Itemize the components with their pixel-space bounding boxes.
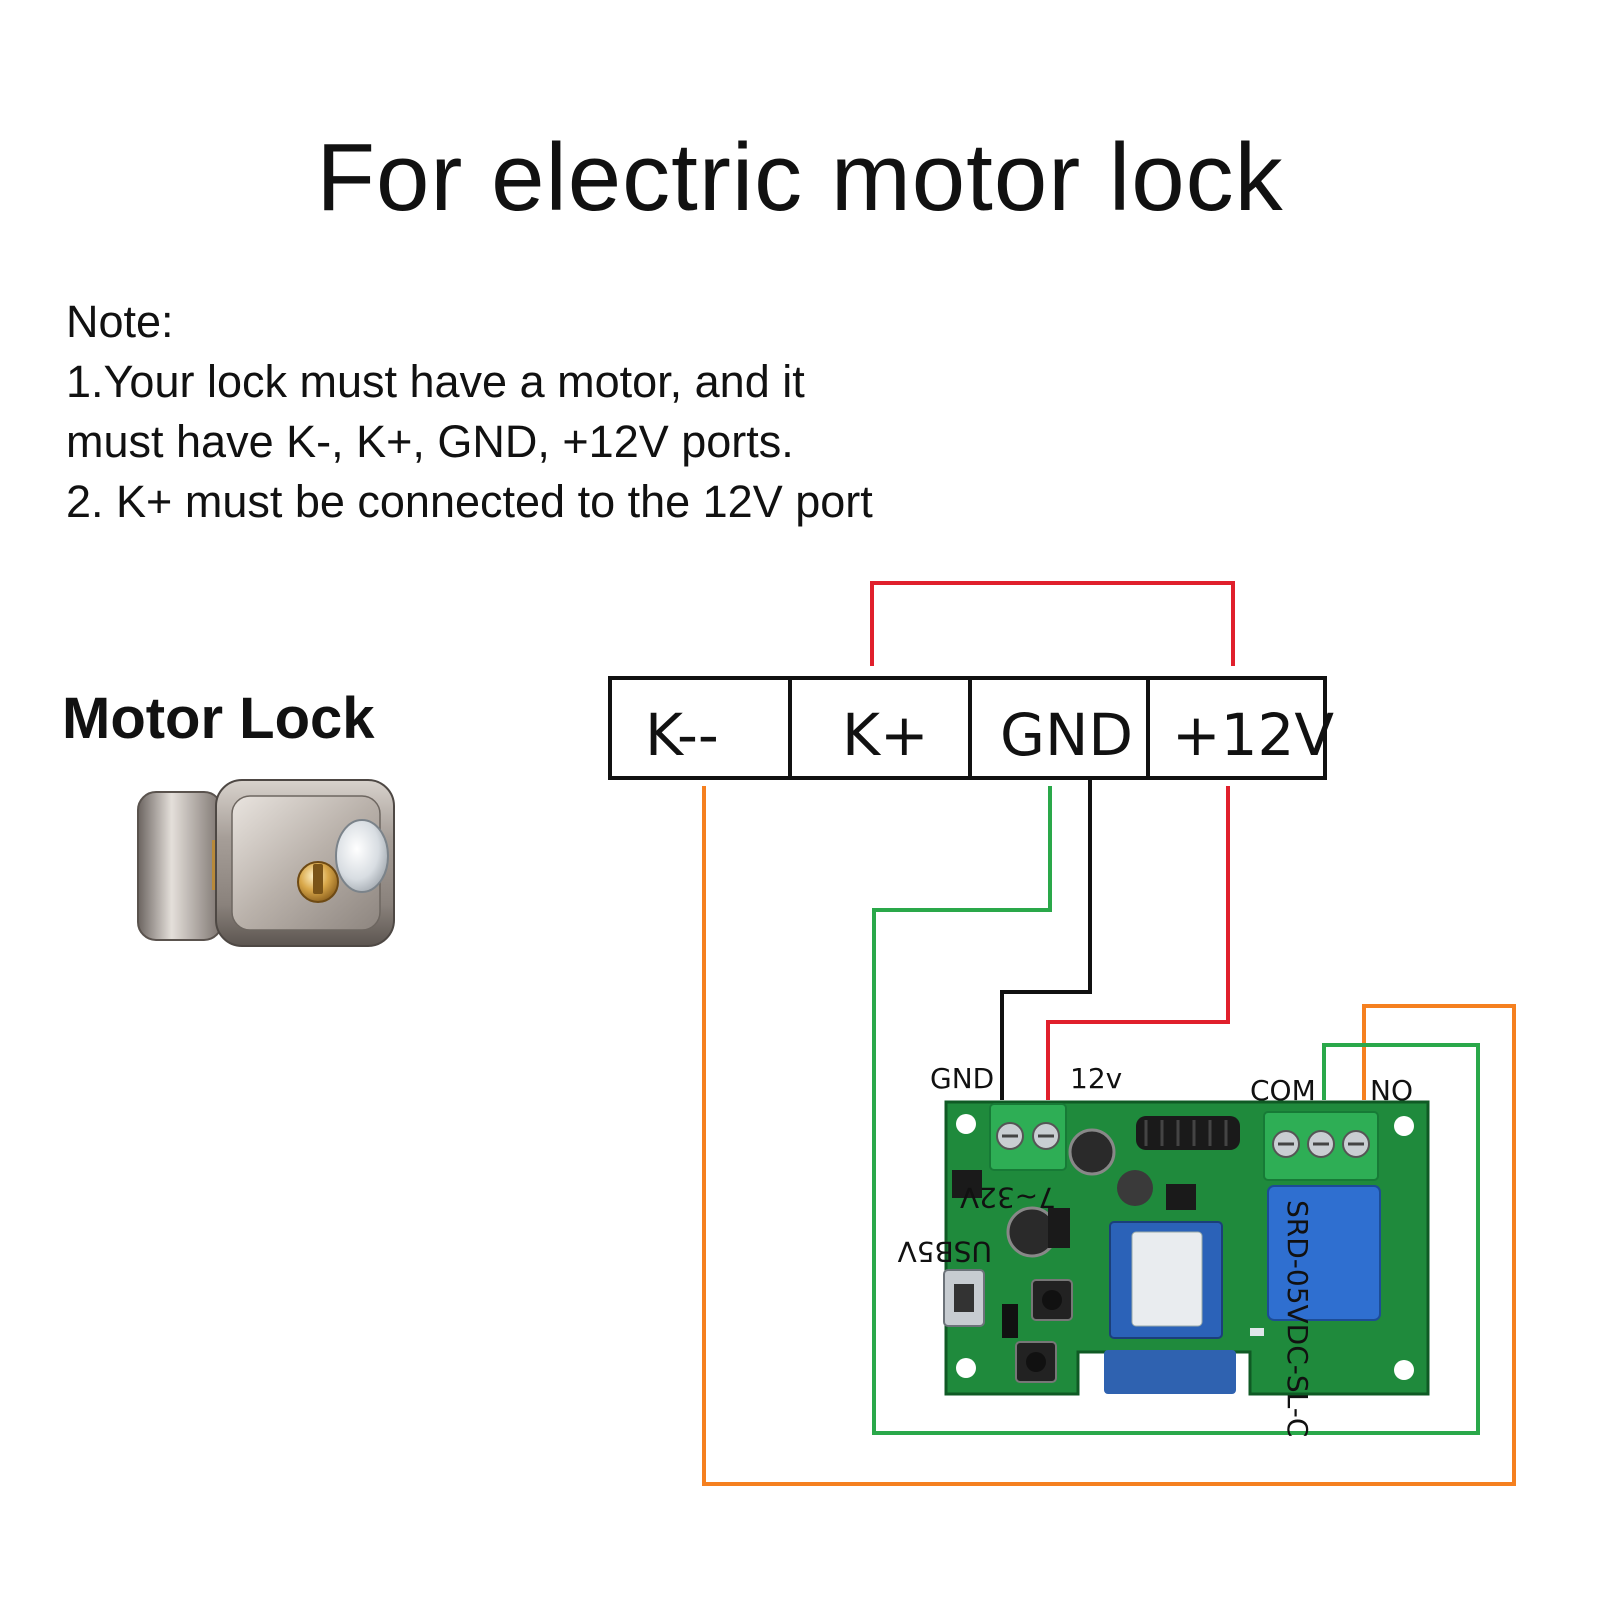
usb-print: USB5V bbox=[898, 1235, 992, 1268]
note-line-2: must have K-, K+, GND, +12V ports. bbox=[66, 416, 794, 467]
terminal-12v: +12V bbox=[1172, 701, 1334, 769]
voltage-print: 7~32V bbox=[960, 1181, 1056, 1214]
terminal-block: K-- K+ GND +12V bbox=[608, 676, 1334, 780]
motor-lock-picture bbox=[137, 779, 395, 947]
page-title: For electric motor lock bbox=[316, 124, 1284, 231]
module-gnd-label: GND bbox=[930, 1062, 994, 1095]
terminal-k-plus: K+ bbox=[842, 701, 929, 769]
terminal-gnd: GND bbox=[1000, 701, 1133, 769]
note-block: Note: 1.Your lock must have a motor, and… bbox=[66, 292, 873, 532]
note-line-1: 1.Your lock must have a motor, and it bbox=[66, 356, 805, 407]
relay-module-board: SRD-05VDC-SL-C USB5V 7~32V bbox=[898, 1100, 1430, 1437]
relay-print: SRD-05VDC-SL-C bbox=[1281, 1200, 1314, 1437]
motor-lock-label: Motor Lock bbox=[62, 686, 375, 751]
note-line-3: 2. K+ must be connected to the 12V port bbox=[66, 476, 873, 527]
module-12v-label: 12v bbox=[1070, 1062, 1122, 1095]
terminal-k-minus: K-- bbox=[645, 701, 719, 769]
note-heading: Note: bbox=[66, 296, 174, 347]
black-wire-gnd bbox=[1000, 780, 1092, 1100]
red-wire-12v bbox=[1046, 786, 1230, 1100]
red-jumper-wire bbox=[870, 581, 1235, 666]
green-wire-gnd bbox=[872, 786, 1480, 1435]
orange-wire-k-minus bbox=[702, 786, 1516, 1486]
